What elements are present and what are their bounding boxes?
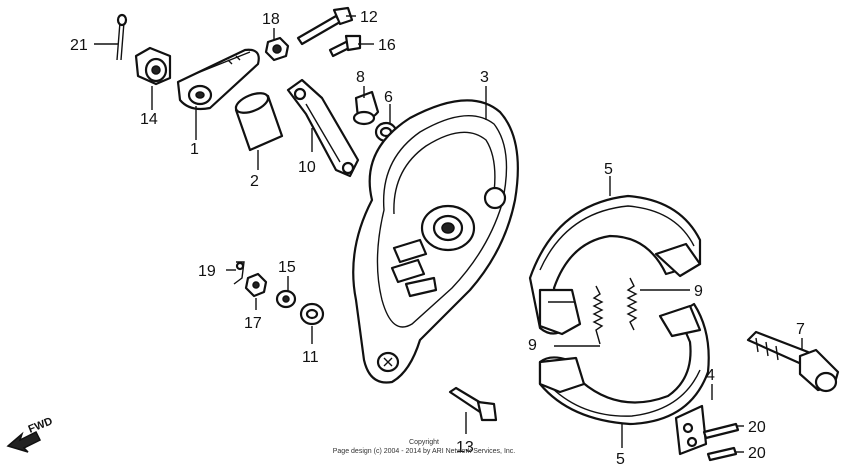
label-5-upper: 5 <box>604 161 613 178</box>
cotter-pin-21 <box>116 13 128 61</box>
camshaft-7 <box>746 330 840 393</box>
seal-8 <box>352 90 380 126</box>
label-9-left: 9 <box>528 337 537 354</box>
pin-20-upper <box>702 422 740 440</box>
label-10: 10 <box>298 159 316 176</box>
label-2: 2 <box>250 173 259 190</box>
spring-9-lower <box>592 285 604 345</box>
brake-shoe-lower-5 <box>538 302 710 426</box>
bolt-12 <box>296 6 354 46</box>
spring-9-upper <box>626 277 638 331</box>
plate-4 <box>674 404 708 456</box>
nut-18 <box>264 36 290 62</box>
leader-lines <box>94 15 803 453</box>
clip-19 <box>233 261 245 285</box>
label-9-right: 9 <box>694 283 703 300</box>
bolt-13 <box>448 386 498 422</box>
label-4: 4 <box>706 367 715 384</box>
copyright-line-2: Page design (c) 2004 - 2014 by ARI Netwo… <box>333 448 516 455</box>
collar-2 <box>234 92 284 152</box>
washer-15 <box>275 289 297 309</box>
label-15: 15 <box>278 259 296 276</box>
label-13: 13 <box>456 439 474 456</box>
brake-shoe-upper-5 <box>528 194 702 336</box>
washer-11 <box>299 302 325 326</box>
brake-panel-3 <box>352 99 519 384</box>
copyright-line-1: Copyright <box>409 439 439 446</box>
fwd-arrow-icon <box>6 430 42 453</box>
bolt-16 <box>328 34 362 58</box>
wear-indicator-14 <box>134 46 172 86</box>
label-8: 8 <box>356 69 365 86</box>
label-1: 1 <box>190 141 199 158</box>
nut-17 <box>244 272 268 298</box>
label-20-lower: 20 <box>748 445 766 462</box>
label-18: 18 <box>262 11 280 28</box>
label-17: 17 <box>244 315 262 332</box>
pin-20-lower <box>706 446 738 462</box>
label-5-lower: 5 <box>616 451 625 468</box>
label-12: 12 <box>360 9 378 26</box>
brake-arm-1 <box>176 48 260 111</box>
fwd-label: FWD <box>27 415 55 436</box>
brake-link-10 <box>286 78 360 178</box>
label-3: 3 <box>480 69 489 86</box>
label-19: 19 <box>198 263 216 280</box>
label-7: 7 <box>796 321 805 338</box>
label-11: 11 <box>302 349 319 366</box>
label-16: 16 <box>378 37 396 54</box>
label-21: 21 <box>70 37 88 54</box>
label-14: 14 <box>140 111 158 128</box>
label-20-upper: 20 <box>748 419 766 436</box>
label-6: 6 <box>384 89 393 106</box>
